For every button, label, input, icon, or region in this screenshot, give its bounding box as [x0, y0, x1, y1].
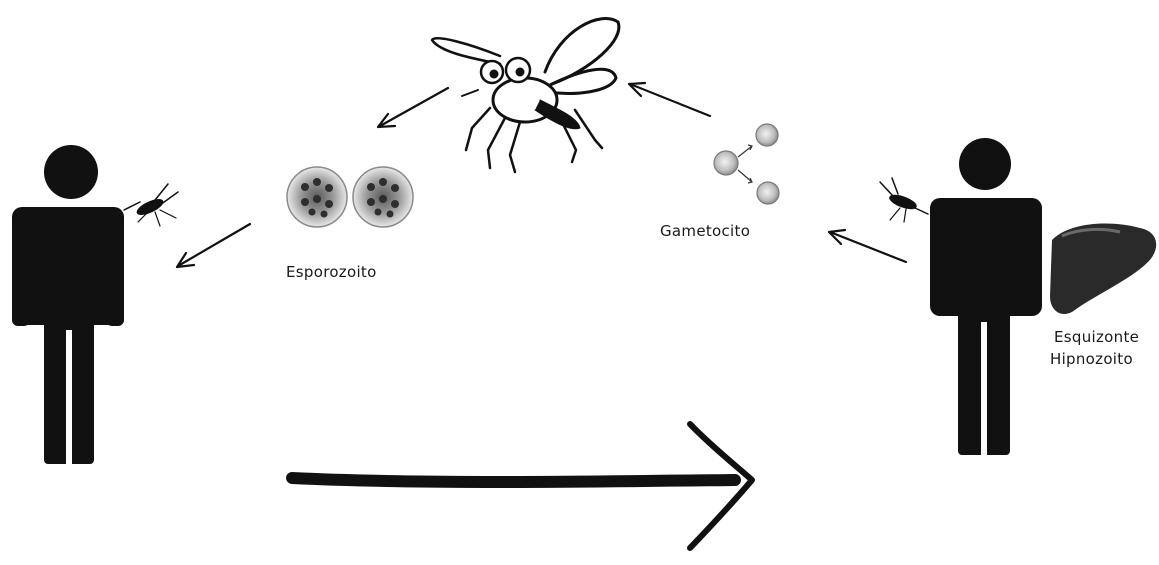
label-hipnozoito: Hipnozoito: [1050, 350, 1133, 368]
liver-icon: [1050, 224, 1156, 314]
label-gametocyte: Gametocito: [660, 222, 750, 240]
mosquito-small-icon: [124, 184, 178, 226]
mosquito-large-icon: [432, 19, 619, 172]
leg-gap: [66, 330, 72, 464]
leg-gap-right: [981, 322, 987, 455]
label-sporozoite: Esporozoito: [286, 263, 377, 281]
big-arrow-icon: [292, 424, 752, 548]
gametocyte-cells-icon: [714, 124, 779, 204]
sporozoite-cells-icon: [287, 167, 413, 227]
label-esquizonte: Esquizonte: [1054, 328, 1139, 346]
mosquito-small-right-icon: [880, 178, 928, 222]
